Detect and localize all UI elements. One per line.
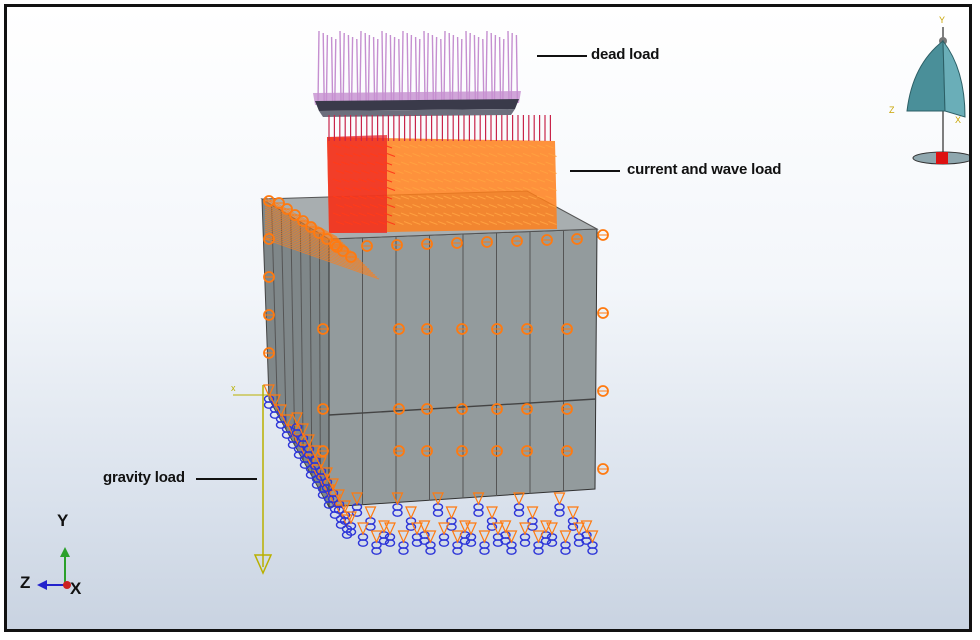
annotation-leaders (196, 55, 620, 480)
axis-y-label: Y (57, 511, 69, 530)
model-view[interactable]: x Y Z X (7, 7, 969, 629)
axis-z-label: Z (20, 573, 31, 592)
load-node-markers (263, 195, 609, 475)
viewport-3d[interactable]: x Y Z X dead load curre (4, 4, 972, 632)
axis-x-label: X (70, 579, 82, 598)
axis-triad-icon (37, 547, 71, 590)
current-wave-load-arrows (264, 115, 557, 280)
svg-text:X: X (955, 115, 961, 125)
support-springs (263, 384, 599, 555)
svg-text:Y: Y (939, 15, 945, 25)
view-cube-icon[interactable]: Y Z X (889, 15, 969, 165)
current-wave-load-label: current and wave load (627, 161, 782, 178)
dead-load-label: dead load (591, 46, 660, 63)
dead-load-arrows (313, 30, 521, 105)
deck-plate (315, 99, 519, 117)
svg-text:x: x (231, 383, 236, 393)
svg-text:Z: Z (889, 105, 895, 115)
gravity-vector: x (231, 383, 273, 575)
gravity-load-label: gravity load (103, 469, 185, 486)
